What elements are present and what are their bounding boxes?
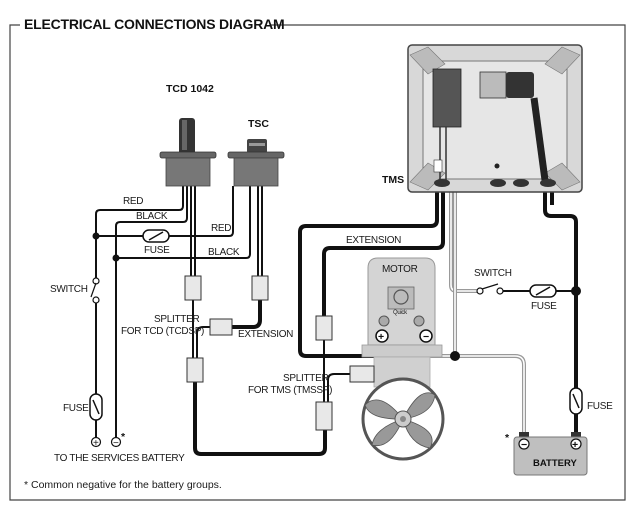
fuse-left-label: FUSE: [63, 403, 89, 414]
diagram-title: ELECTRICAL CONNECTIONS DIAGRAM: [24, 16, 285, 32]
motor-logo-plate: [387, 286, 415, 310]
switch-left[interactable]: [90, 277, 100, 304]
battery-positive-terminal: [570, 438, 582, 450]
fuse-battery-label: FUSE: [587, 401, 613, 412]
tms-circuit-board: [432, 68, 462, 128]
footnote: * Common negative for the battery groups…: [24, 479, 222, 491]
motor-flange: [361, 344, 443, 358]
tms-grommet: [490, 179, 506, 187]
fuse-battery[interactable]: [569, 387, 583, 415]
tms-splitter: [315, 401, 333, 431]
motor-control-connector: [349, 365, 375, 383]
wire-tsc-cable: [257, 186, 263, 276]
fuse-right-label: FUSE: [531, 301, 557, 312]
wire-ext-to-splitter: [196, 326, 212, 358]
tcd-joystick-highlight: [182, 120, 187, 150]
tsc-label: TSC: [248, 118, 269, 130]
motor-stud: [413, 315, 425, 327]
fuse-left[interactable]: [89, 393, 103, 421]
wire-label-extension-top: EXTENSION: [346, 235, 401, 246]
tsc-connector-top: [251, 275, 269, 301]
motor-stud: [378, 315, 390, 327]
tcd-connector-top: [184, 275, 202, 301]
wire-tcd-to-tms: [193, 382, 327, 456]
tms-label: TMS: [382, 174, 404, 186]
wire-label-black-2: BLACK: [208, 247, 240, 258]
junction-dot: [450, 351, 460, 361]
battery-body: [513, 436, 588, 476]
fuse-right[interactable]: [529, 284, 557, 298]
tms-relay: [479, 71, 507, 99]
services-minus-sign: −: [113, 438, 119, 449]
tsc-bezel: [227, 151, 285, 159]
frame-border: [9, 24, 626, 501]
motor-minus-sign: −: [423, 331, 429, 343]
tcd-label: TCD 1042: [166, 83, 214, 95]
battery-minus-sign: −: [521, 439, 527, 451]
wire-tcd-black: [115, 186, 188, 440]
battery-negative-terminal: [518, 438, 530, 450]
switch-right-label: SWITCH: [474, 268, 512, 279]
wire-label-red-1: RED: [123, 196, 143, 207]
motor-positive-terminal: [375, 329, 389, 343]
battery[interactable]: − +: [513, 432, 588, 476]
tms-solenoid: [506, 72, 534, 98]
junction-dot: [112, 254, 120, 262]
services-battery-terminals: + − *: [90, 431, 126, 449]
services-asterisk: *: [121, 431, 126, 443]
tms-grommet: [540, 179, 556, 187]
tms-control-box[interactable]: [407, 44, 583, 193]
wire-label-black-1: BLACK: [136, 211, 168, 222]
tcd-splitter: [186, 357, 204, 383]
battery-label: BATTERY: [533, 458, 577, 469]
battery-plus-sign: +: [572, 439, 578, 451]
fuse-top-label: FUSE: [144, 245, 170, 256]
wire-tsc-red: [96, 186, 234, 237]
junction-dot: [571, 286, 581, 296]
tms-power-cable: [530, 97, 549, 181]
tsc-body: [233, 157, 279, 187]
wire-tsc-black: [116, 186, 251, 259]
splitter-tcd-label-1: SPLITTER: [154, 314, 199, 325]
thruster-motor[interactable]: [361, 257, 443, 388]
tms-grommet: [513, 179, 529, 187]
battery-asterisk: *: [505, 432, 510, 444]
tms-grommet: [434, 179, 450, 187]
wire-tcd-red: [95, 186, 184, 278]
services-battery-label: TO THE SERVICES BATTERY: [54, 453, 185, 464]
switch-right[interactable]: [476, 283, 504, 295]
motor-brand: Quick: [393, 310, 408, 316]
motor-negative-terminal: [419, 329, 433, 343]
wire-label-red-2: RED: [211, 223, 231, 234]
tsc-control-unit[interactable]: [227, 139, 285, 187]
wire-tms-power-neg: [543, 192, 578, 390]
wire-tms-splitter-branch: [327, 373, 352, 402]
wire-label-extension-mid: EXTENSION: [238, 329, 293, 340]
extension-connector: [209, 318, 233, 336]
splitter-tms-label-2: FOR TMS (TMSSP): [248, 385, 332, 396]
motor-plus-sign: +: [378, 331, 384, 343]
switch-left-label: SWITCH: [50, 284, 88, 295]
tms-extension-connector: [315, 315, 333, 341]
services-plus-sign: +: [93, 438, 99, 449]
wire-tms-extension: [322, 192, 445, 316]
tcd-bezel: [159, 151, 217, 159]
wire-tsc-extension: [230, 300, 262, 329]
wire-tcd-cable: [190, 186, 196, 276]
splitter-tcd-label-2: FOR TCD (TCDSP): [121, 326, 204, 337]
tcd-body: [165, 157, 211, 187]
splitter-tms-label-1: SPLITTER: [283, 373, 328, 384]
fuse-top[interactable]: [142, 229, 170, 243]
junction-dot: [92, 232, 100, 240]
tcd-control-unit[interactable]: [159, 118, 217, 187]
motor-label: MOTOR: [382, 264, 418, 275]
propeller: [361, 377, 445, 461]
